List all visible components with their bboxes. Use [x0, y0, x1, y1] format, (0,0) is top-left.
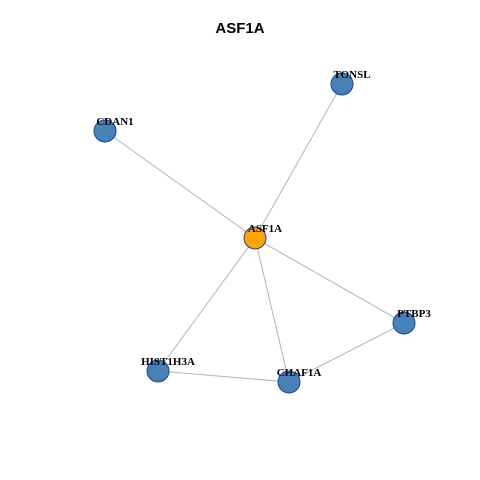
diagram-title: ASF1A: [215, 20, 265, 37]
node-label-cdan1: CDAN1: [96, 116, 133, 128]
node-circle-ptbp3: [392, 311, 416, 335]
node-circle-asf1a: [243, 226, 267, 250]
node-label-tonsl: TONSL: [333, 69, 370, 81]
node-label-asf1a: ASF1A: [248, 223, 282, 235]
edge-asf1a-chaf1a: [254, 237, 290, 383]
node-hist1h3a: HIST1H3A: [141, 356, 195, 383]
edge-asf1a-hist1h3a: [157, 237, 256, 372]
node-chaf1a: CHAF1A: [277, 367, 322, 394]
node-asf1a: ASF1A: [243, 223, 282, 250]
node-label-chaf1a: CHAF1A: [277, 367, 322, 379]
node-label-hist1h3a: HIST1H3A: [141, 356, 195, 368]
edge-layer: [104, 83, 405, 383]
node-cdan1: CDAN1: [93, 116, 134, 143]
node-circle-chaf1a: [277, 370, 301, 394]
edge-asf1a-cdan1: [104, 130, 256, 239]
edge-chaf1a-ptbp3: [288, 322, 405, 383]
node-ptbp3: PTBP3: [392, 308, 431, 335]
edge-asf1a-ptbp3: [254, 237, 405, 324]
edge-asf1a-tonsl: [254, 83, 343, 239]
node-circle-cdan1: [93, 119, 117, 143]
node-circle-hist1h3a: [146, 359, 170, 383]
node-label-ptbp3: PTBP3: [397, 308, 431, 320]
edge-hist1h3a-chaf1a: [157, 370, 290, 383]
node-circle-tonsl: [330, 72, 354, 96]
node-tonsl: TONSL: [330, 69, 371, 96]
